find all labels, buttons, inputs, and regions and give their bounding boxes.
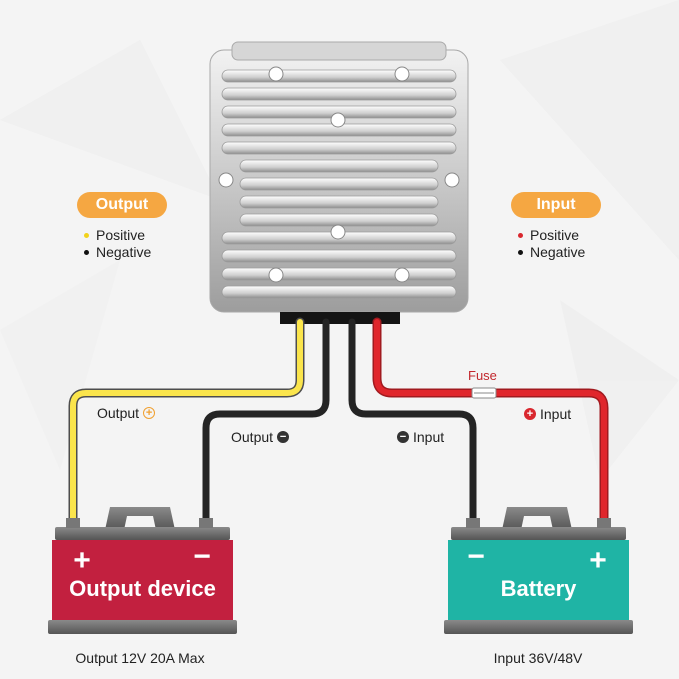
wire-input-negative bbox=[348, 318, 477, 526]
heatsink-fin bbox=[221, 285, 457, 299]
plus-circle-icon: + bbox=[524, 408, 536, 420]
background-facets bbox=[0, 0, 679, 480]
wire-label-output-positive: Output + bbox=[97, 405, 156, 421]
input-legend-item-negative: Negative bbox=[518, 244, 585, 261]
plus-circle-icon: + bbox=[143, 407, 156, 419]
output-device-plus: + bbox=[73, 544, 91, 577]
wire-label-input-negative-text: Input bbox=[413, 429, 445, 445]
heatsink-fin bbox=[221, 87, 457, 101]
input-legend-label-positive: Positive bbox=[530, 227, 580, 243]
heatsink-fin bbox=[221, 141, 457, 155]
mounting-screw-icon bbox=[268, 267, 284, 283]
heatsink-fin bbox=[221, 249, 457, 263]
output-legend-item-positive: Positive bbox=[84, 227, 151, 244]
minus-circle-icon: − bbox=[277, 431, 290, 443]
wire-label-output-negative-text: Output bbox=[231, 429, 274, 445]
mounting-screw-icon bbox=[268, 66, 284, 82]
output-legend-item-negative: Negative bbox=[84, 244, 151, 261]
dc-converter-module bbox=[209, 41, 469, 324]
heatsink-fin bbox=[239, 213, 439, 227]
mounting-screw-icon bbox=[444, 172, 460, 188]
wire-label-input-positive-text: Input bbox=[540, 406, 572, 422]
output-device-title: Output device bbox=[69, 576, 216, 601]
fuse bbox=[471, 387, 497, 399]
mounting-screw-icon bbox=[394, 267, 410, 283]
input-legend-label-negative: Negative bbox=[530, 244, 586, 260]
mounting-screw-icon bbox=[218, 172, 234, 188]
heatsink-fin bbox=[221, 267, 457, 281]
mounting-screw-icon bbox=[330, 112, 346, 128]
mounting-screw-icon bbox=[394, 66, 410, 82]
output-device-caption: Output 12V 20A Max bbox=[75, 650, 205, 666]
battery-minus: − bbox=[467, 540, 485, 573]
output-legend: Positive Negative bbox=[84, 227, 151, 261]
wire-label-input-positive: + Input bbox=[524, 406, 571, 422]
battery-plus: + bbox=[589, 544, 607, 577]
wire-label-output-positive-text: Output bbox=[97, 405, 140, 421]
output-legend-label-positive: Positive bbox=[96, 227, 146, 243]
heatsink-fin bbox=[239, 195, 439, 209]
wire-label-output-negative: Output − bbox=[231, 429, 290, 445]
mounting-screw-icon bbox=[330, 224, 346, 240]
wire-output-positive bbox=[68, 317, 305, 527]
wire-output-negative bbox=[202, 318, 330, 526]
output-device-battery: + − bbox=[48, 507, 237, 634]
input-legend: Positive Negative bbox=[518, 227, 585, 261]
output-legend-title: Output bbox=[77, 192, 167, 218]
heatsink-fin bbox=[221, 69, 457, 83]
heatsink-fin bbox=[239, 177, 439, 191]
output-negative-dot-icon bbox=[84, 250, 89, 255]
output-positive-dot-icon bbox=[84, 233, 89, 238]
battery-caption: Input 36V/48V bbox=[493, 650, 583, 666]
wire-input-positive bbox=[372, 317, 609, 527]
fuse-label: Fuse bbox=[468, 368, 497, 383]
wire-label-input-negative: − Input bbox=[397, 429, 444, 445]
heatsink-fin bbox=[239, 159, 439, 173]
input-legend-title: Input bbox=[511, 192, 601, 218]
input-battery: − + bbox=[444, 507, 633, 634]
output-legend-label-negative: Negative bbox=[96, 244, 152, 260]
minus-circle-icon: − bbox=[397, 431, 409, 443]
input-negative-dot-icon bbox=[518, 250, 523, 255]
battery-title: Battery bbox=[500, 576, 577, 601]
output-device-minus: − bbox=[193, 540, 211, 573]
input-positive-dot-icon bbox=[518, 233, 523, 238]
input-legend-item-positive: Positive bbox=[518, 227, 585, 244]
